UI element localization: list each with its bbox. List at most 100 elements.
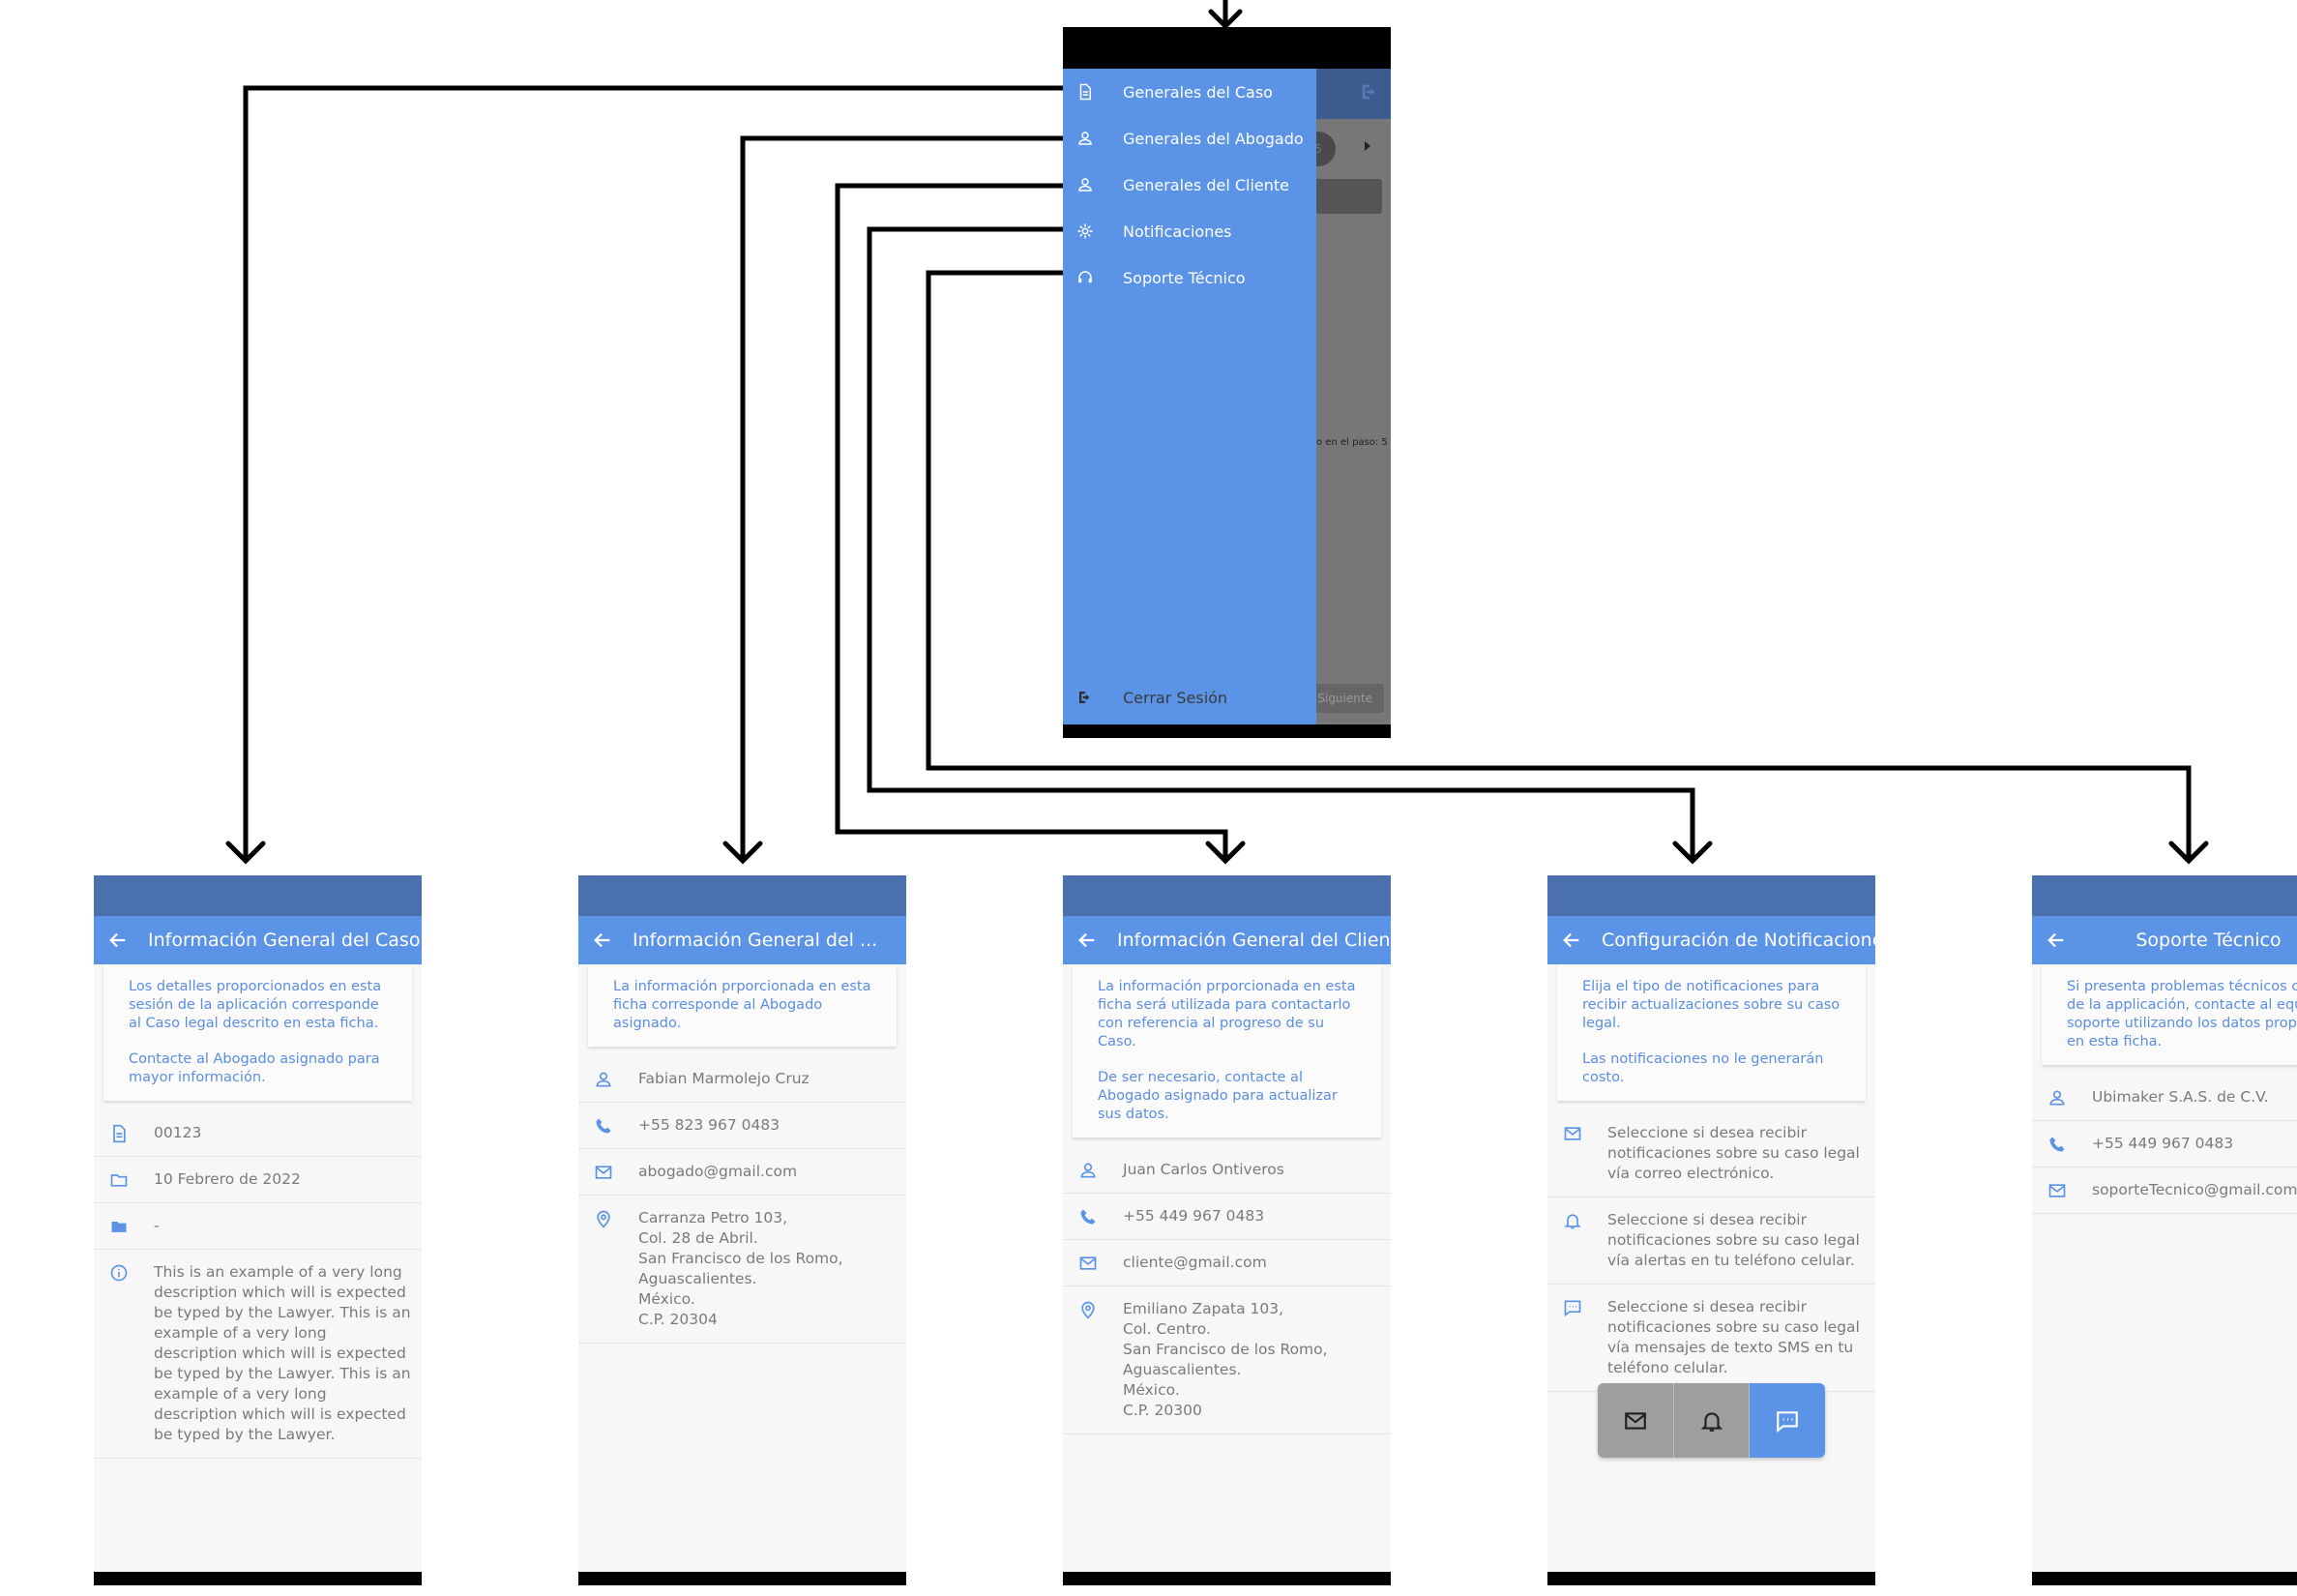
page-title: Configuración de Notificaciones bbox=[1602, 930, 1875, 951]
list-item: Seleccione si desea recibir notificacion… bbox=[1547, 1197, 1875, 1285]
nav-bar bbox=[578, 1572, 906, 1585]
page-title: Información General del Caso bbox=[148, 930, 421, 951]
info-text: Las notificaciones no le generarán costo… bbox=[1582, 1051, 1824, 1085]
status-bar bbox=[1063, 27, 1391, 69]
list-item: - bbox=[94, 1203, 422, 1250]
drawer-item-label: Soporte Técnico bbox=[1123, 268, 1246, 287]
file-icon bbox=[1079, 83, 1091, 101]
list-item: abogado@gmail.com bbox=[578, 1149, 906, 1196]
case-number: 00123 bbox=[154, 1124, 202, 1141]
info-card: La información prporcionada en esta fich… bbox=[1073, 964, 1381, 1138]
back-arrow-icon[interactable] bbox=[1561, 930, 1582, 951]
drawer-item-notificaciones[interactable]: Notificaciones bbox=[1063, 212, 1316, 251]
case-date: 10 Febrero de 2022 bbox=[154, 1170, 301, 1188]
arrowhead-caso bbox=[225, 841, 266, 865]
mail-icon bbox=[1624, 1411, 1646, 1430]
lawyer-address: Carranza Petro 103, Col. 28 de Abril. Sa… bbox=[638, 1209, 843, 1328]
nav-bar bbox=[1063, 724, 1391, 738]
drawer-item-caso[interactable]: Generales del Caso bbox=[1063, 73, 1316, 111]
phone-icon bbox=[596, 1118, 611, 1134]
list-item: 10 Febrero de 2022 bbox=[94, 1157, 422, 1203]
status-bar bbox=[94, 875, 422, 916]
support-company: Ubimaker S.A.S. de C.V. bbox=[2092, 1088, 2269, 1106]
drawer-item-abogado[interactable]: Generales del Abogado bbox=[1063, 119, 1316, 158]
chat-icon bbox=[1777, 1410, 1799, 1433]
nav-bar bbox=[2032, 1572, 2297, 1585]
info-text: La información prporcionada en esta fich… bbox=[1098, 979, 1356, 1049]
list-item: +55 449 967 0483 bbox=[1063, 1194, 1391, 1240]
logout-icon bbox=[1079, 692, 1090, 703]
client-email: cliente@gmail.com bbox=[1123, 1254, 1267, 1271]
page-title: Soporte Técnico bbox=[2135, 930, 2282, 951]
phone-icon bbox=[2049, 1137, 2065, 1152]
list-item: Seleccione si desea recibir notificacion… bbox=[1547, 1285, 1875, 1392]
info-card: Elija el tipo de notificaciones para rec… bbox=[1557, 964, 1866, 1101]
notification-toggle bbox=[1598, 1383, 1825, 1458]
drawer-screen: 5 o en el paso: 5 Siguiente Generales de… bbox=[1063, 27, 1391, 738]
back-arrow-icon[interactable] bbox=[107, 930, 129, 951]
nav-bar bbox=[94, 1572, 422, 1585]
logout-icon bbox=[1362, 84, 1375, 100]
toggle-push[interactable] bbox=[1673, 1383, 1751, 1458]
user-icon bbox=[1080, 1163, 1096, 1178]
status-bar bbox=[1063, 875, 1391, 916]
toggle-sms[interactable] bbox=[1750, 1383, 1825, 1458]
bell-icon bbox=[1564, 1214, 1581, 1229]
back-arrow-icon[interactable] bbox=[592, 930, 613, 951]
drawer-item-soporte[interactable]: Soporte Técnico bbox=[1063, 258, 1316, 297]
support-phone: +55 449 967 0483 bbox=[2092, 1135, 2234, 1152]
client-address: Emiliano Zapata 103, Col. Centro. San Fr… bbox=[1123, 1300, 1328, 1419]
navigation-drawer: Generales del Caso Generales del Abogado… bbox=[1063, 69, 1316, 724]
lawyer-phone: +55 823 967 0483 bbox=[638, 1116, 780, 1134]
sms-option-text: Seleccione si desea recibir notificacion… bbox=[1607, 1298, 1860, 1376]
list-item: This is an example of a very long descri… bbox=[94, 1250, 422, 1459]
lawyer-email: abogado@gmail.com bbox=[638, 1163, 798, 1180]
mail-icon bbox=[595, 1166, 612, 1179]
client-name: Juan Carlos Ontiveros bbox=[1123, 1161, 1284, 1178]
toggle-email[interactable] bbox=[1598, 1383, 1674, 1458]
info-card: Los detalles proporcionados en esta sesi… bbox=[103, 964, 412, 1101]
list-item: cliente@gmail.com bbox=[1063, 1240, 1391, 1286]
app-bar: Soporte Técnico bbox=[2032, 916, 2297, 964]
user-icon bbox=[596, 1072, 611, 1087]
list-item: +55 449 967 0483 bbox=[2032, 1121, 2297, 1167]
list-item: Ubimaker S.A.S. de C.V. bbox=[2032, 1075, 2297, 1121]
gear-icon bbox=[1077, 223, 1093, 239]
user-icon bbox=[1078, 178, 1092, 192]
case-description: This is an example of a very long descri… bbox=[154, 1263, 411, 1443]
user-icon bbox=[2049, 1090, 2065, 1106]
app-bar: Información General del Caso bbox=[94, 916, 422, 964]
support-email: soporteTecnico@gmail.com bbox=[2092, 1181, 2297, 1198]
drawer-logout[interactable]: Cerrar Sesión bbox=[1063, 678, 1316, 717]
bell-icon bbox=[1700, 1411, 1723, 1432]
info-text: La información prporcionada en esta fich… bbox=[613, 979, 871, 1031]
info-text: De ser necesario, contacte al Abogado as… bbox=[1098, 1070, 1338, 1122]
arrowhead-notificaciones bbox=[1672, 841, 1713, 865]
app-bar: Información General del Cliente bbox=[1063, 916, 1391, 964]
drawer-item-label: Generales del Abogado bbox=[1123, 129, 1304, 148]
step-arrow-icon bbox=[1365, 141, 1370, 151]
document-icon bbox=[113, 1124, 126, 1143]
location-icon bbox=[1081, 1301, 1095, 1319]
arrowhead-abogado bbox=[722, 841, 763, 865]
app-bar: Información General del ... bbox=[578, 916, 906, 964]
screen-abogado: Información General del ... La informaci… bbox=[578, 875, 906, 1585]
info-text: Los detalles proporcionados en esta sesi… bbox=[129, 979, 382, 1031]
back-arrow-icon[interactable] bbox=[1076, 930, 1098, 951]
email-option-text: Seleccione si desea recibir notificacion… bbox=[1607, 1124, 1860, 1182]
list-item: Carranza Petro 103, Col. 28 de Abril. Sa… bbox=[578, 1196, 906, 1344]
drawer-item-cliente[interactable]: Generales del Cliente bbox=[1063, 165, 1316, 204]
arrowhead-cliente bbox=[1205, 841, 1246, 865]
app-bar: Configuración de Notificaciones bbox=[1547, 916, 1875, 964]
folder-icon bbox=[111, 1222, 127, 1232]
list-item: Seleccione si desea recibir notificacion… bbox=[1547, 1110, 1875, 1197]
nav-bar bbox=[1063, 1572, 1391, 1585]
back-arrow-icon[interactable] bbox=[2046, 930, 2067, 951]
status-bar bbox=[2032, 875, 2297, 916]
mail-icon bbox=[2048, 1184, 2066, 1197]
location-icon bbox=[597, 1210, 610, 1228]
connector-abogado bbox=[740, 135, 1063, 861]
info-text: Elija el tipo de notificaciones para rec… bbox=[1582, 979, 1841, 1031]
background-step-text: o en el paso: 5 bbox=[1316, 437, 1388, 448]
list-item: Fabian Marmolejo Cruz bbox=[578, 1056, 906, 1103]
